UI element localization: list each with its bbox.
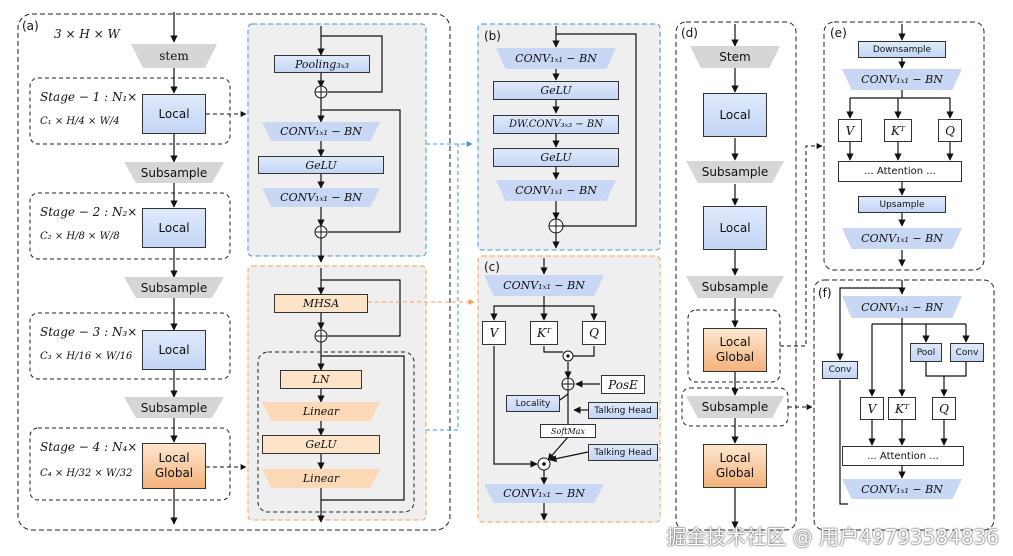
watermark-text: 掘金技术社区 @ 用户4979358483​6 (666, 525, 999, 549)
f-conv-out: CONV₁ₓ₁ − BN (842, 479, 962, 499)
b-conv1: CONV₁ₓ₁ − BN (496, 48, 616, 69)
e-k: Kᵀ (884, 119, 912, 142)
stage2-frame (29, 192, 231, 260)
stage4-dims: C₄ × H/32 × W/32 (40, 468, 133, 479)
stage2-dims: C₂ × H/8 × W/8 (40, 231, 120, 242)
panel-a-label: (a) (22, 19, 39, 33)
e-q: Q (938, 119, 962, 142)
c-talking-head-1: Talking Head (588, 402, 658, 419)
f-pool: Pool (910, 343, 942, 362)
local-gelu: GeLU (258, 156, 384, 174)
panel-c-label: (c) (484, 260, 500, 274)
subsample-2: Subsample (124, 277, 224, 298)
subsample-1: Subsample (124, 162, 224, 183)
e-downsample: Downsample (858, 41, 946, 58)
local-conv2: CONV₁ₓ₁ − BN (262, 188, 380, 207)
stage1-dims: C₁ × H/4 × W/4 (40, 116, 120, 127)
b-dwconv: DW.CONV₃ₓ₃ − BN (493, 115, 619, 134)
input-dims: 3 × H × W (54, 27, 120, 41)
b-gelu1: GeLU (493, 81, 619, 100)
stage1-local-block: Local (142, 94, 206, 134)
panel-d-label: (d) (681, 26, 698, 40)
panel-d-frame (675, 21, 797, 531)
stage4-local-global-block: Local Global (142, 443, 206, 489)
stem-block: stem (131, 44, 217, 68)
d-local-global-2: Local Global (703, 444, 767, 488)
c-pose: PosE (601, 375, 645, 394)
c-conv-in: CONV₁ₓ₁ − BN (484, 275, 604, 296)
stage3-frame (29, 312, 231, 380)
stage2-local-block: Local (142, 208, 206, 248)
f-conv: Conv (950, 343, 984, 362)
f-v: V (860, 397, 884, 420)
stage1-frame (29, 77, 231, 145)
b-gelu2: GeLU (493, 148, 619, 167)
e-conv2: CONV₁ₓ₁ − BN (842, 228, 962, 249)
c-q: Q (582, 321, 606, 345)
stage1-label: Stage − 1 : N₁× (40, 90, 138, 104)
subsample-3: Subsample (124, 397, 224, 418)
global-linear2: Linear (262, 469, 380, 488)
f-attention: ... Attention ... (842, 446, 964, 466)
f-conv-side: Conv (822, 361, 858, 379)
d-stem: Stem (690, 46, 780, 68)
local-conv1: CONV₁ₓ₁ − BN (262, 122, 380, 141)
stage4-frame (29, 427, 231, 501)
panel-b-label: (b) (484, 29, 501, 43)
f-k: Kᵀ (888, 397, 916, 420)
e-v: V (838, 119, 862, 142)
c-softmax: SoftMax (540, 424, 596, 438)
d-lg-frame (687, 309, 781, 383)
f-q: Q (932, 397, 956, 420)
stage4-label: Stage − 4 : N₄× (40, 440, 138, 454)
global-linear1: Linear (262, 402, 380, 421)
e-upsample: Upsample (858, 196, 946, 213)
e-attention: ... Attention ... (838, 161, 962, 182)
d-subsample-1: Subsample (686, 161, 784, 183)
panel-e-frame (823, 21, 985, 271)
d-local-global-1: Local Global (703, 328, 767, 372)
stage3-label: Stage − 3 : N₃× (40, 325, 138, 339)
ffn-frame (257, 351, 415, 513)
stage3-dims: C₃ × H/16 × W/16 (40, 351, 133, 362)
e-conv1: CONV₁ₓ₁ − BN (842, 69, 962, 90)
panel-f-label: (f) (818, 286, 832, 300)
global-gelu: GeLU (262, 435, 380, 454)
c-talking-head-2: Talking Head (588, 444, 658, 461)
d-subsample-2: Subsample (686, 276, 784, 298)
f-conv-in: CONV₁ₓ₁ − BN (842, 296, 962, 318)
d-subsample-3: Subsample (686, 396, 784, 418)
c-locality: Locality (506, 395, 560, 412)
d-local-1: Local (703, 93, 767, 137)
stage2-label: Stage − 2 : N₂× (40, 205, 138, 219)
c-v: V (482, 321, 506, 345)
c-conv-out: CONV₁ₓ₁ − BN (484, 484, 604, 503)
panel-f-frame (813, 279, 995, 531)
panel-a-frame (17, 13, 451, 531)
b-conv2: CONV₁ₓ₁ − BN (496, 180, 616, 201)
c-k: Kᵀ (530, 321, 558, 345)
global-block-frame (247, 265, 427, 521)
stage3-local-block: Local (142, 330, 206, 370)
global-mhsa: MHSA (274, 294, 368, 313)
d-local-2: Local (703, 206, 767, 250)
panel-e-label: (e) (830, 26, 847, 40)
local-pooling: Pooling₃ₓ₃ (274, 55, 370, 73)
global-ln: LN (280, 370, 362, 389)
